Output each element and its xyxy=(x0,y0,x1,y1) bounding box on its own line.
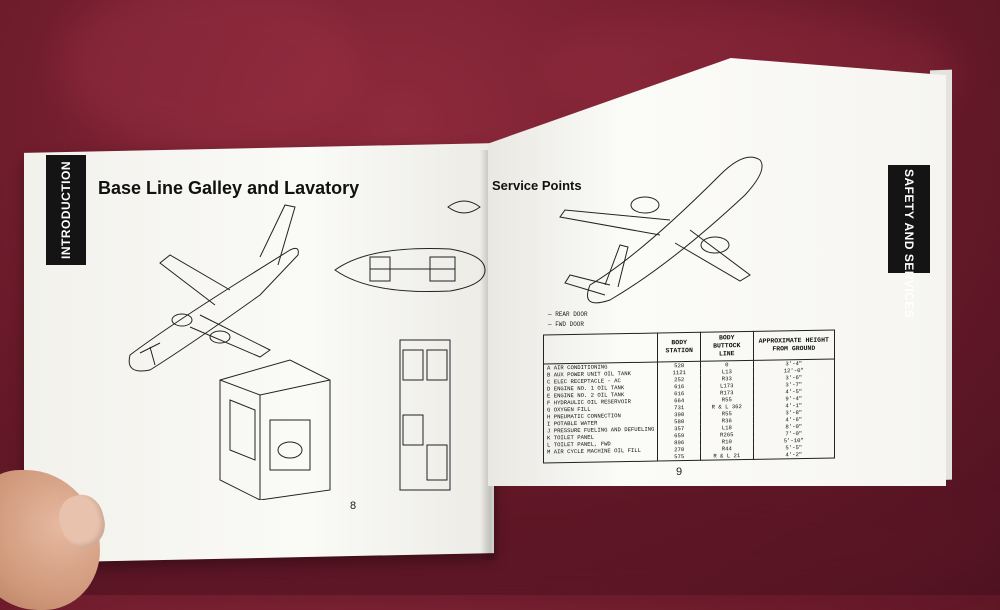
page-number-right: 9 xyxy=(676,466,683,478)
cabin-top-view-diagram xyxy=(334,247,486,293)
airplane-galley-diagram xyxy=(128,204,299,372)
section-tab-introduction: INTRODUCTION xyxy=(46,155,86,265)
table-cell: R & L 21 xyxy=(700,451,754,461)
diagram-legend: — REAR DOOR — FWD DOOR xyxy=(548,310,588,330)
table-header: BODY BUTTOCK LINE xyxy=(700,331,754,362)
legend-item-rear-door: — REAR DOOR xyxy=(548,311,588,318)
galley-floor-plan xyxy=(399,339,451,491)
page-title-right: Service Points xyxy=(492,178,582,193)
lavatory-isometric-diagram xyxy=(219,359,331,500)
fabric-highlight xyxy=(60,0,360,150)
open-booklet: INTRODUCTION Base Line Galley and Lavato… xyxy=(24,58,952,563)
legend-item-fwd-door: — FWD DOOR xyxy=(548,321,585,328)
section-tab-safety-and-services: SAFETY AND SERVICES xyxy=(888,165,930,318)
table-header xyxy=(543,333,658,365)
nose-cone-icon xyxy=(447,200,481,214)
table-header: BODY STATION xyxy=(657,332,701,363)
table-cell: 575 xyxy=(657,452,701,462)
service-points-table: BODY STATION BODY BUTTOCK LINE APPROXIMA… xyxy=(543,329,835,464)
table-cell: 4'-2" xyxy=(753,450,835,460)
page-title-left: Base Line Galley and Lavatory xyxy=(98,178,360,198)
table-header: APPROXIMATE HEIGHT FROM GROUND xyxy=(753,329,835,361)
service-points-airplane-diagram xyxy=(559,156,763,304)
page-number-left: 8 xyxy=(350,500,357,512)
right-page xyxy=(488,58,946,486)
